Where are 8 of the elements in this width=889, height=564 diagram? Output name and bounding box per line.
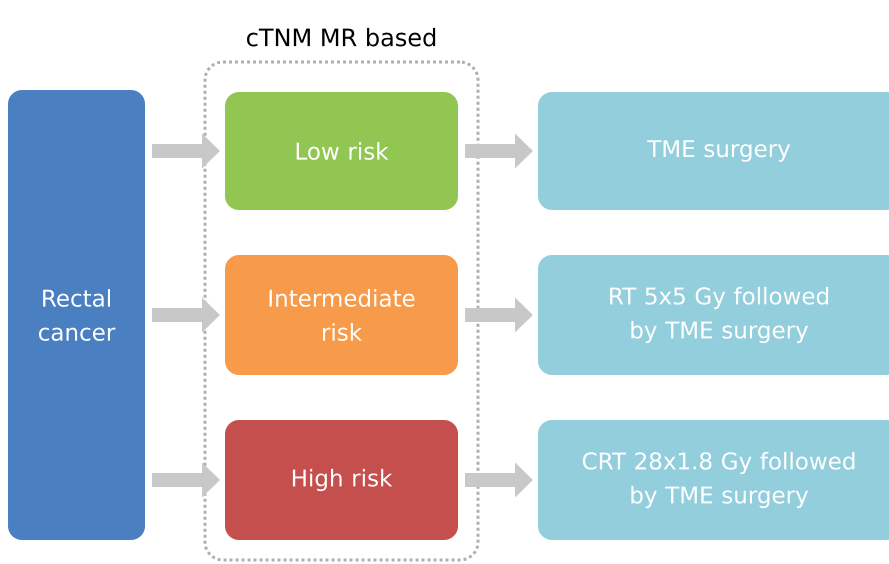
process-box: TME surgery bbox=[538, 92, 889, 210]
node-label: cTNM MR based bbox=[247, 28, 436, 46]
process-box: CRT 28x1.8 Gy followed by TME surgery bbox=[538, 420, 889, 540]
process-box: RT 5x5 Gy followed by TME surgery bbox=[538, 255, 889, 375]
process-box: Intermediate risk bbox=[225, 255, 458, 375]
process-box: Rectal cancer bbox=[8, 90, 145, 540]
process-box: High risk bbox=[225, 420, 458, 540]
process-box: Low risk bbox=[225, 92, 458, 210]
